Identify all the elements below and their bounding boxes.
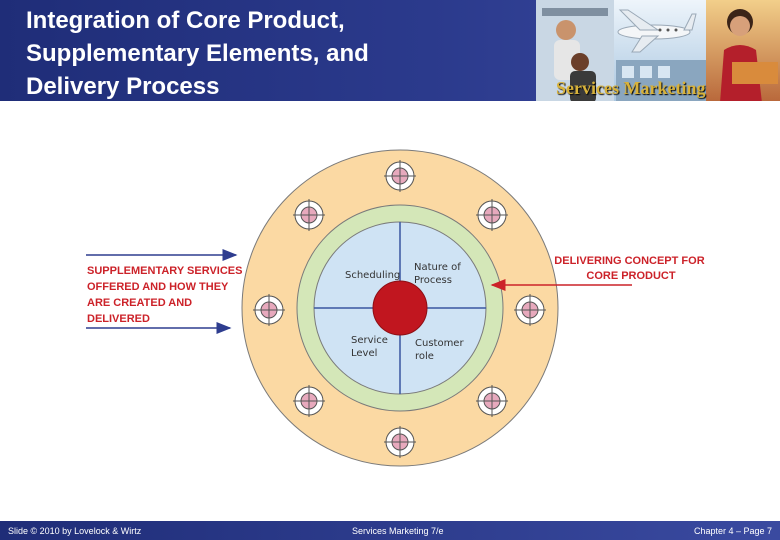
quadrant-label-scheduling: Scheduling <box>345 270 400 281</box>
footer-copyright: Slide © 2010 by Lovelock & Wirtz <box>8 526 142 536</box>
airplane-image <box>617 9 697 53</box>
title-line-2: Supplementary Elements, and <box>26 40 369 67</box>
flower-petal <box>293 199 325 231</box>
brand-logo: Services Marketing <box>556 78 706 98</box>
header-divider <box>0 101 780 103</box>
title-line-1: Integration of Core Product, <box>26 7 345 34</box>
title-line-3: Delivery Process <box>26 73 220 100</box>
flower-petal <box>253 294 285 326</box>
delivering-concept-label: DELIVERING CONCEPT FOR CORE PRODUCT <box>554 255 707 282</box>
supplementary-services-label: SUPPLEMENTARY SERVICES OFFERED AND HOW T… <box>87 265 246 325</box>
quadrant-label-nature-of-process: Nature of Process <box>414 262 464 286</box>
slide-header: Integration of Core Product, Supplementa… <box>0 0 780 103</box>
flower-petal <box>514 294 546 326</box>
gym-figure <box>542 8 608 103</box>
header-photo-collage <box>536 0 780 103</box>
flower-petal <box>476 199 508 231</box>
integration-diagram: Scheduling Nature of Process Service Lev… <box>0 103 780 521</box>
flower-petal <box>476 385 508 417</box>
footer-course-title: Services Marketing 7/e <box>352 526 444 536</box>
slide-footer: Slide © 2010 by Lovelock & Wirtz Service… <box>0 521 780 540</box>
flower-petal <box>384 160 416 192</box>
flower-petal <box>293 385 325 417</box>
service-worker-image <box>706 0 780 103</box>
quadrant-label-service-level: Service Level <box>351 335 391 359</box>
footer-page-number: Chapter 4 – Page 7 <box>693 526 772 536</box>
slide-title: Integration of Core Product, Supplementa… <box>26 4 496 103</box>
flower-petal <box>384 426 416 458</box>
quadrant-label-customer-role: Customer role <box>415 338 467 362</box>
core-product-circle <box>372 280 428 336</box>
